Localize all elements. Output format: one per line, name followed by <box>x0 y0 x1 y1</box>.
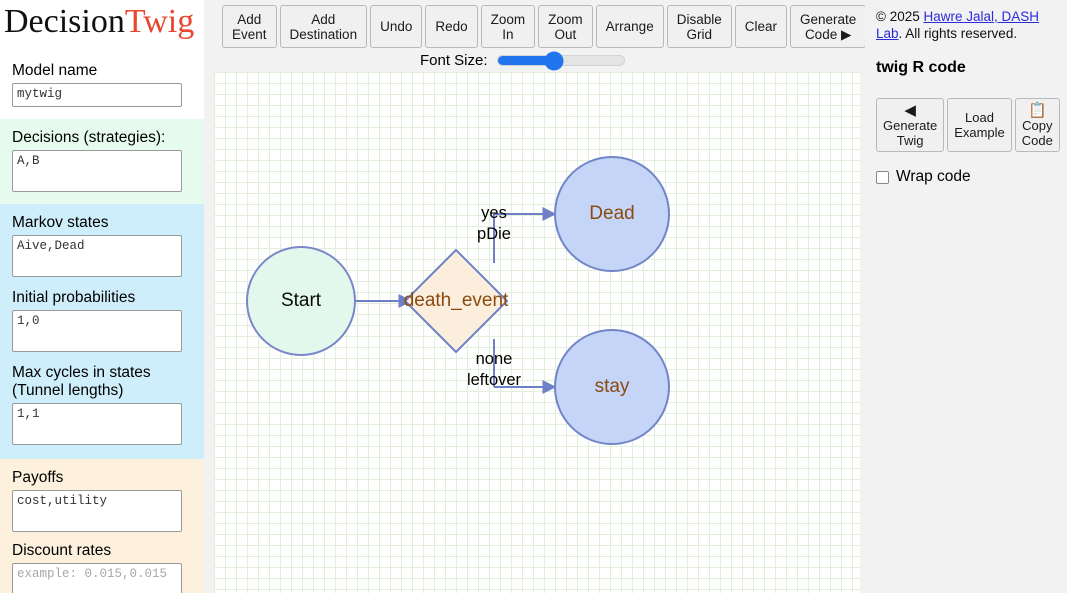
zoom-out-button[interactable]: Zoom Out <box>538 5 593 48</box>
button-line-1: Copy <box>1022 117 1053 133</box>
button-line-2: Code <box>1021 132 1053 148</box>
field-group-model-name: Model name <box>0 52 204 119</box>
wrap-code-label: Wrap code <box>896 168 971 185</box>
font-size-slider-fill <box>497 56 555 65</box>
label-payoffs: Payoffs <box>12 469 64 486</box>
logo-text-twig: Twig <box>124 3 195 40</box>
copyright-prefix: © 2025 <box>876 9 924 24</box>
disable-grid-button[interactable]: Disable Grid <box>666 5 732 48</box>
arrange-button[interactable]: Arrange <box>595 5 664 48</box>
decisions-input[interactable] <box>12 150 182 192</box>
generate-code-button[interactable]: Generate Code ▶ <box>790 5 867 48</box>
field-group-markov-states: Markov states <box>0 204 204 285</box>
field-group-payoffs: Payoffs <box>0 459 204 538</box>
label-max-cycles: Max cycles in states (Tunnel lengths) <box>12 364 151 399</box>
field-group-initial-probabilities: Initial probabilities <box>0 285 204 360</box>
font-size-control: Font Size: <box>420 51 625 70</box>
button-line-2: Example <box>954 125 1005 140</box>
payoffs-input[interactable] <box>12 490 182 532</box>
copyright-notice: © 2025 Hawre Jalal, DASH Lab. All rights… <box>876 8 1062 42</box>
initial-probabilities-input[interactable] <box>12 310 182 352</box>
label-markov-states: Markov states <box>12 214 109 231</box>
button-line-2: Twig <box>896 132 924 148</box>
discount-rates-input[interactable] <box>12 563 182 593</box>
node-stay[interactable] <box>554 329 670 445</box>
label-discount-rates: Discount rates <box>12 542 112 559</box>
font-size-slider[interactable] <box>496 51 625 70</box>
max-cycles-input[interactable] <box>12 403 182 445</box>
zoom-in-button[interactable]: Zoom In <box>480 5 536 48</box>
diagram-graphics <box>246 156 670 445</box>
undo-button[interactable]: Undo <box>370 5 423 48</box>
field-group-discount-rates: Discount rates <box>0 538 204 593</box>
wrap-code-checkbox[interactable] <box>876 170 889 184</box>
left-sidebar: DecisionTwig Model name Decisions (strat… <box>0 0 204 593</box>
app-logo: DecisionTwig <box>4 2 194 42</box>
clipboard-icon: 📋 <box>1027 101 1047 119</box>
button-line-1: Generate <box>883 117 938 133</box>
logo-text-decision: Decision <box>4 3 125 40</box>
field-group-max-cycles: Max cycles in states (Tunnel lengths) <box>0 360 204 459</box>
dash-lab-link[interactable]: Hawre Jalal, DASH Lab <box>876 9 1040 41</box>
button-line-1: Load <box>965 110 994 125</box>
add-destination-button[interactable]: Add Destination <box>279 5 368 48</box>
wrap-code-row[interactable]: Wrap code <box>876 168 971 186</box>
node-start[interactable] <box>246 246 356 356</box>
markov-states-input[interactable] <box>12 235 182 277</box>
node-death_event[interactable] <box>403 248 509 354</box>
font-size-slider-thumb[interactable] <box>544 51 564 70</box>
label-initial-probabilities: Initial probabilities <box>12 289 136 306</box>
clear-button[interactable]: Clear <box>734 5 787 48</box>
add-event-button[interactable]: Add Event <box>222 5 277 48</box>
twig-code-heading: twig R code <box>876 59 966 76</box>
edges-layer <box>355 207 557 394</box>
copyright-suffix: . All rights reserved. <box>898 26 1018 41</box>
left-triangle-icon: ◀ <box>904 101 916 119</box>
label-decisions: Decisions (strategies): <box>12 129 166 146</box>
label-model-name: Model name <box>12 62 98 79</box>
field-group-decisions: Decisions (strategies): <box>0 119 204 204</box>
model-name-input[interactable] <box>12 83 182 107</box>
right-sidebar: © 2025 Hawre Jalal, DASH Lab. All rights… <box>865 0 1067 593</box>
node-dead[interactable] <box>554 156 670 272</box>
font-size-label: Font Size: <box>420 52 488 69</box>
nodes-layer <box>246 156 670 445</box>
redo-button[interactable]: Redo <box>425 5 478 48</box>
